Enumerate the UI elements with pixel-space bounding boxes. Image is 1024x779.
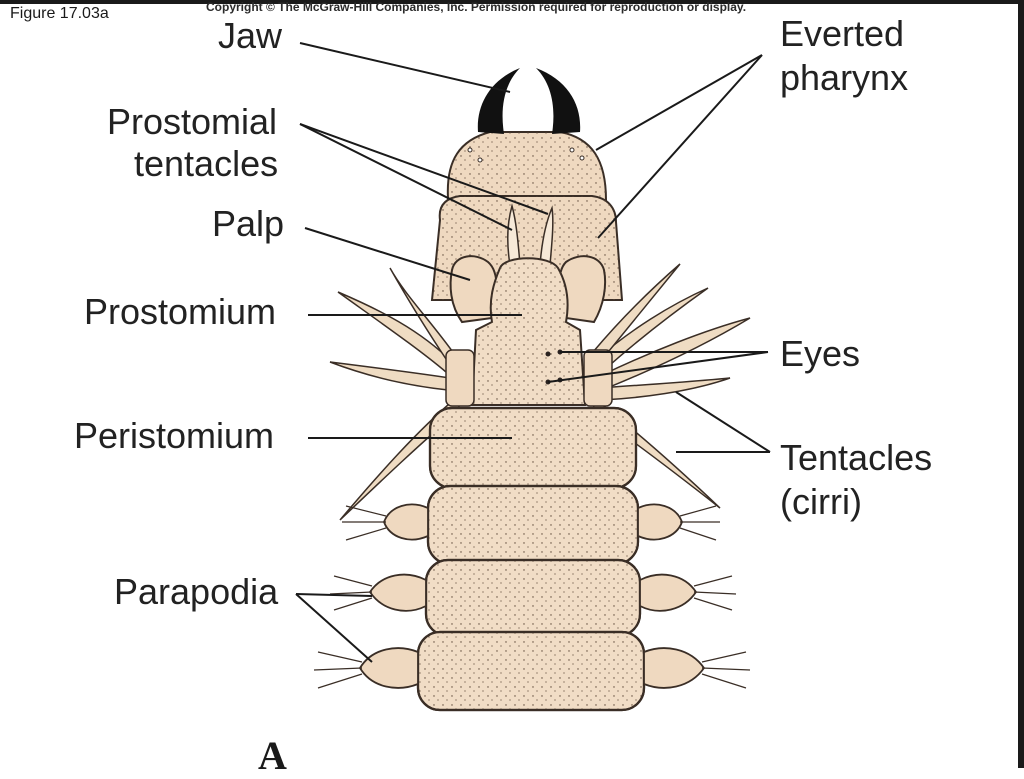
leader-lines [295,42,771,663]
palps [449,255,607,324]
label-tentacles-cirri-line1: Tentacles [780,437,933,478]
label-peristomium: Peristomium [74,415,275,456]
label-palp: Palp [212,203,285,244]
label-everted-pharynx-line2: pharynx [780,57,909,98]
copyright-notice: Copyright © The McGraw-Hill Companies, I… [206,0,747,14]
right-border [1018,0,1024,768]
label-parapodia: Parapodia [114,571,279,612]
top-border [0,0,1024,4]
parapodia [358,503,706,689]
label-eyes: Eyes [780,333,861,374]
setae [313,505,751,689]
prostomial-tentacles [507,203,554,266]
label-prostomium: Prostomium [84,291,277,332]
body-segments [416,406,646,712]
figure-label: Figure 17.03a [10,5,109,22]
label-everted-pharynx-line1: Everted [780,13,905,54]
label-jaw: Jaw [218,15,283,56]
label-tentacles-cirri-line2: (cirri) [780,481,862,522]
label-prostomial-tentacles-line1: Prostomial [107,101,278,142]
label-prostomial-tentacles-line2: tentacles [134,143,279,184]
jaws [477,68,581,134]
panel-letter: A [258,733,287,778]
